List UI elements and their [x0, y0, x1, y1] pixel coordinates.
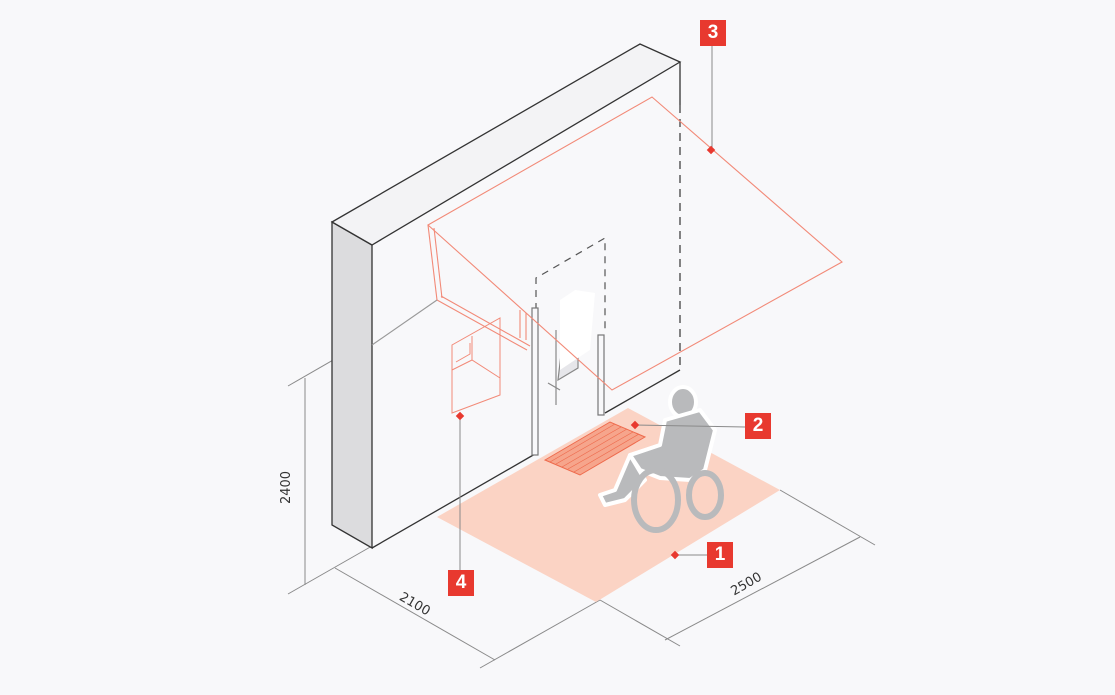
callout-badge-1: 1	[707, 542, 733, 568]
tactile-mat	[543, 421, 647, 476]
dimension-lines	[287, 309, 876, 669]
wall	[330, 43, 682, 550]
intercom-panel	[451, 317, 501, 414]
callout-badge-4: 4	[448, 570, 474, 596]
dimension-height-label: 2400	[279, 470, 295, 505]
callout-leaders	[459, 45, 746, 570]
canopy	[371, 96, 843, 391]
callout-badge-3: 3	[700, 20, 726, 46]
callout-badge-2: 2	[745, 413, 771, 439]
wheelchair-user-figure	[598, 385, 724, 533]
entrance-door	[531, 236, 606, 456]
